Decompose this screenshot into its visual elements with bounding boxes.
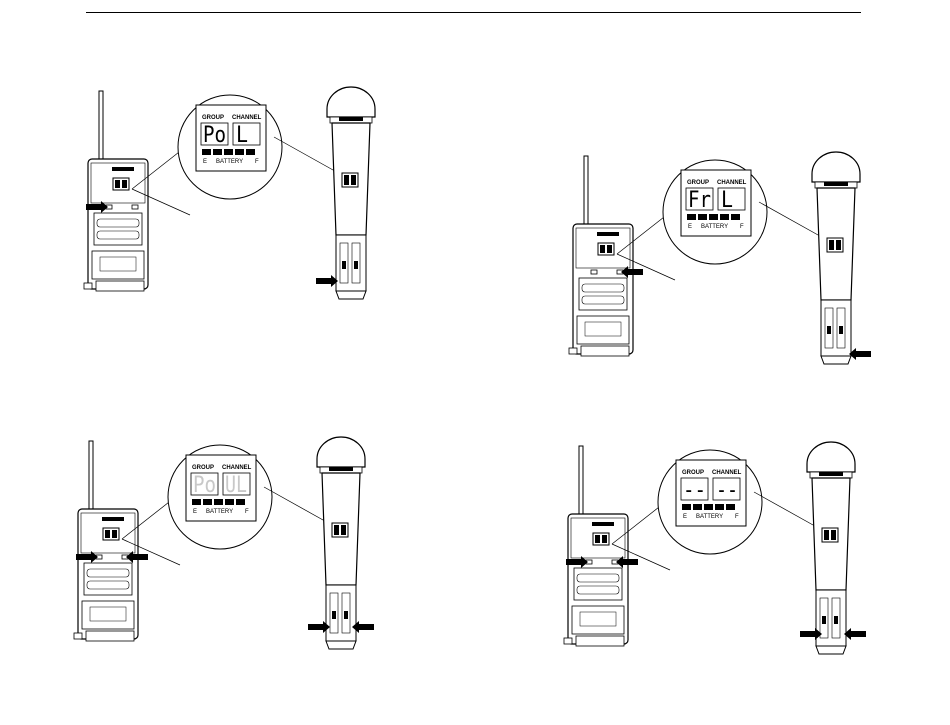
battery-label: BATTERY <box>216 159 243 165</box>
battery-compartment <box>94 213 142 245</box>
bodypack-transmitter <box>564 446 628 646</box>
brand-plate <box>597 232 619 236</box>
mic-grille <box>812 152 860 182</box>
battery-bar <box>693 504 702 510</box>
battery-bar <box>224 149 233 155</box>
battery-full-label: F <box>740 224 744 230</box>
group-value: -- <box>683 478 706 503</box>
battery-bar <box>202 149 211 155</box>
mic-power-button <box>827 326 831 334</box>
figure-fig-d: GROUP CHANNEL -- -- E BATTERY F <box>564 442 866 654</box>
channel-label: CHANNEL <box>232 115 262 121</box>
magnified-display: GROUP CHANNEL Fr L E BATTERY F <box>617 160 827 280</box>
antenna <box>99 91 103 159</box>
channel-label: CHANNEL <box>712 470 742 476</box>
power-button <box>591 270 597 274</box>
mic-power-button <box>342 261 346 269</box>
antenna <box>584 156 588 224</box>
battery-bar <box>709 214 718 220</box>
mic-battery-compartment <box>821 300 851 356</box>
arrow-mic-mode-button <box>844 628 866 640</box>
channel-label: CHANNEL <box>222 465 252 471</box>
mic-power-button <box>822 616 826 624</box>
channel-value: L <box>721 188 733 213</box>
battery-bar <box>246 149 255 155</box>
battery-bar <box>726 504 735 510</box>
brand-plate <box>112 167 134 171</box>
channel-value: -- <box>716 478 738 503</box>
brand-plate <box>592 522 614 526</box>
bodypack-transmitter <box>84 91 148 291</box>
group-label: GROUP <box>202 115 224 121</box>
battery-bar <box>225 499 234 505</box>
group-label: GROUP <box>687 180 709 186</box>
battery-bar <box>236 499 245 505</box>
handheld-microphone <box>317 437 365 649</box>
battery-label: BATTERY <box>206 509 233 515</box>
battery-empty-label: E <box>683 514 687 520</box>
mic-mode-button <box>354 261 358 269</box>
group-value: Po <box>203 123 226 148</box>
channel-label: CHANNEL <box>717 180 747 186</box>
battery-bar <box>731 214 740 220</box>
battery-bar <box>214 499 223 505</box>
channel-value: UL <box>225 473 247 498</box>
mic-battery-compartment <box>336 235 366 291</box>
mic-mode-button <box>839 326 843 334</box>
bodypack-transmitter <box>74 441 138 641</box>
battery-full-label: F <box>735 514 739 520</box>
bodypack-transmitter <box>569 156 633 356</box>
magnified-display: GROUP CHANNEL -- -- E BATTERY F <box>612 450 822 570</box>
arrow-mic-power-button <box>316 275 338 287</box>
battery-bar <box>235 149 244 155</box>
battery-bar <box>203 499 212 505</box>
handheld-microphone <box>807 442 855 654</box>
mic-grille <box>807 442 855 472</box>
mic-grille <box>327 87 375 117</box>
battery-full-label: F <box>245 509 249 515</box>
battery-bar <box>682 504 691 510</box>
group-label: GROUP <box>682 470 704 476</box>
antenna <box>89 441 93 509</box>
brand-plate <box>102 517 124 521</box>
mode-button <box>132 205 138 209</box>
battery-bar <box>192 499 201 505</box>
battery-label: BATTERY <box>696 514 723 520</box>
figure-fig-a: GROUP CHANNEL Po L E BATTERY F <box>84 87 375 299</box>
arrow-mic-mode-button <box>849 348 871 360</box>
channel-value: L <box>236 123 248 148</box>
battery-empty-label: E <box>193 509 197 515</box>
mic-battery-compartment <box>326 585 356 641</box>
mic-power-button <box>332 611 336 619</box>
battery-label: BATTERY <box>701 224 728 230</box>
mic-mode-button <box>834 616 838 624</box>
group-label: GROUP <box>192 465 214 471</box>
battery-bar <box>715 504 724 510</box>
antenna <box>579 446 583 514</box>
battery-bar <box>704 504 713 510</box>
handheld-microphone <box>327 87 375 299</box>
magnified-display: GROUP CHANNEL Po L E BATTERY F <box>132 95 342 215</box>
mic-mode-button <box>344 611 348 619</box>
magnified-display: GROUP CHANNEL Po UL E BATTERY F <box>122 445 332 565</box>
battery-compartment <box>579 278 627 310</box>
figure-fig-c: GROUP CHANNEL Po UL E BATTERY F <box>74 437 374 649</box>
battery-empty-label: E <box>688 224 692 230</box>
mic-grille <box>317 437 365 467</box>
handheld-microphone <box>812 152 860 364</box>
battery-empty-label: E <box>203 159 207 165</box>
battery-bar <box>720 214 729 220</box>
battery-full-label: F <box>255 159 259 165</box>
battery-compartment <box>574 568 622 600</box>
battery-compartment <box>84 563 132 595</box>
mic-battery-compartment <box>816 590 846 646</box>
battery-bar <box>687 214 696 220</box>
figure-fig-b: GROUP CHANNEL Fr L E BATTERY F <box>569 152 871 364</box>
battery-bar <box>213 149 222 155</box>
group-value: Fr <box>688 188 711 213</box>
group-value: Po <box>193 473 216 498</box>
battery-bar <box>698 214 707 220</box>
